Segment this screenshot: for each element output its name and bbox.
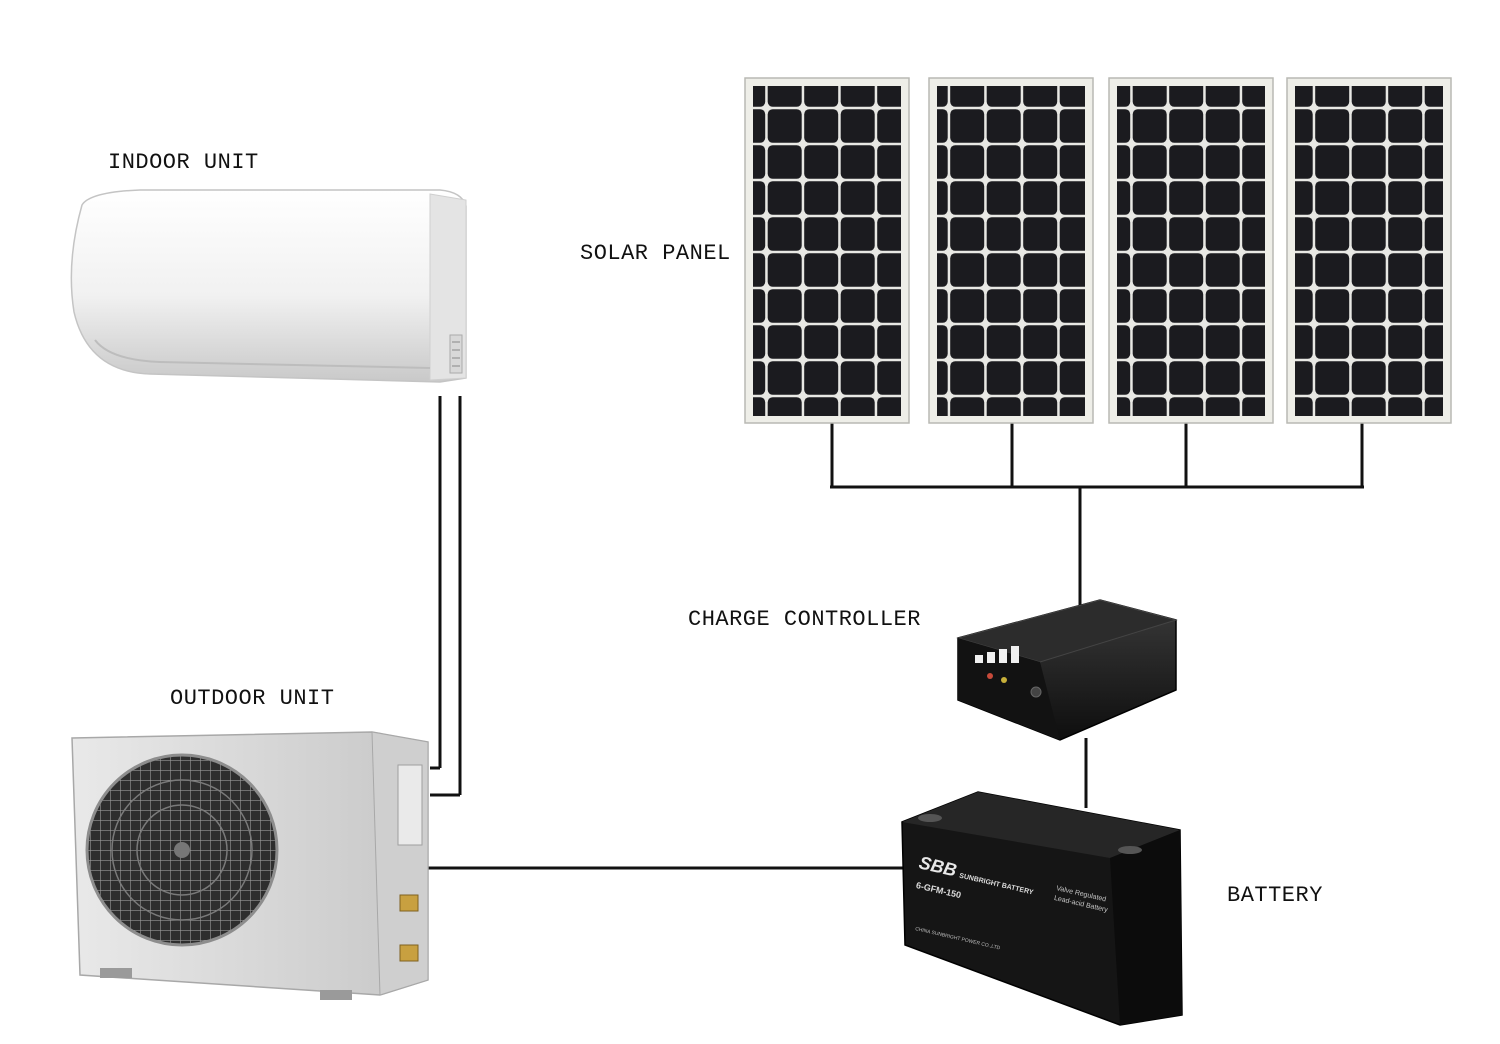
outdoor-unit-image: [71, 731, 429, 1000]
indoor-unit-image: [70, 189, 467, 383]
indoor-unit-label: INDOOR UNIT: [108, 150, 259, 175]
outdoor-unit-label: OUTDOOR UNIT: [170, 686, 335, 711]
solar-panel-array: [744, 77, 1452, 424]
charge-controller-label: CHARGE CONTROLLER: [688, 607, 921, 632]
battery-label: BATTERY: [1227, 883, 1323, 908]
charge-controller-image: [956, 599, 1178, 741]
battery-image: SBB SUNBRIGHT BATTERY 6-GFM-150 Valve Re…: [901, 791, 1183, 1026]
solar-panel-label: SOLAR PANEL: [580, 241, 731, 266]
solar-panel: [928, 77, 1094, 424]
solar-panel: [744, 77, 910, 424]
wiring: [425, 396, 1364, 870]
solar-panel: [1286, 77, 1452, 424]
solar-panel: [1108, 77, 1274, 424]
